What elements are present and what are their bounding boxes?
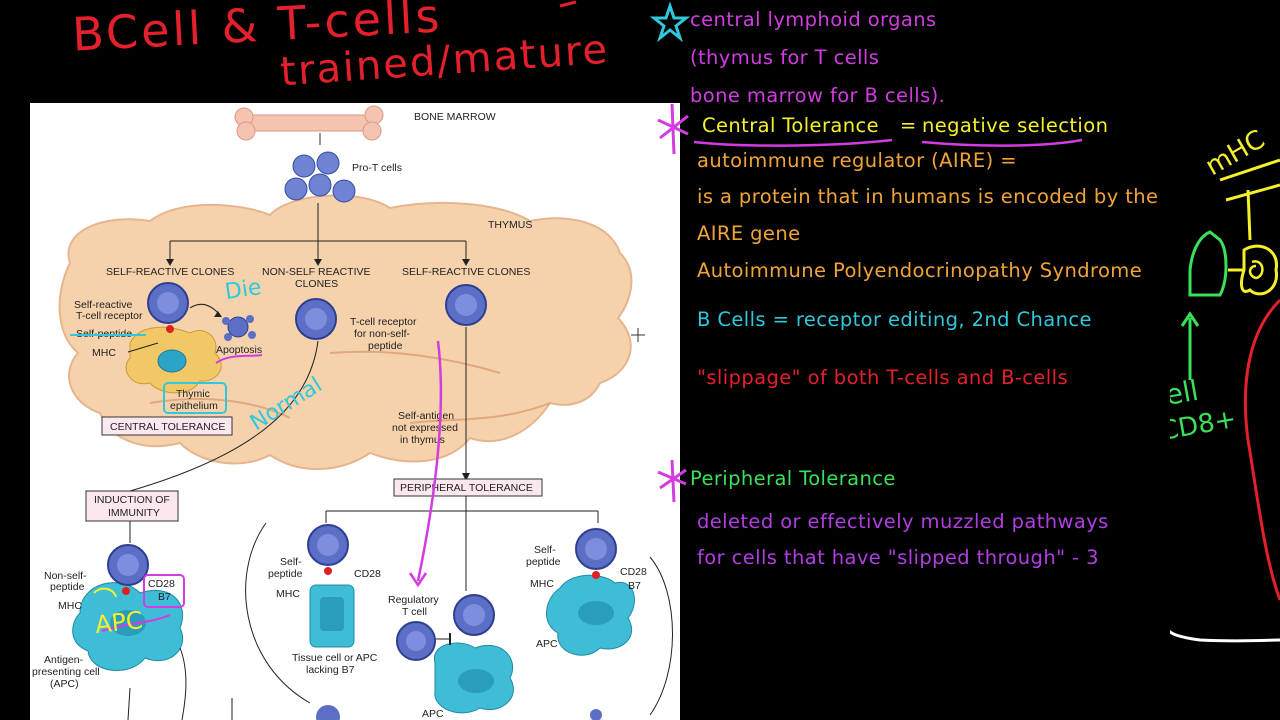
note-negative-selection: negative selection [922, 114, 1109, 137]
title-tick-mark [559, 0, 577, 8]
cd28-label-right: CD28 [620, 566, 647, 578]
self-peptide-right-line1: Self- [534, 544, 556, 556]
apc-right-label: APC [536, 638, 558, 650]
note-b-cells: B Cells = receptor editing, 2nd Chance [697, 308, 1092, 331]
note-equals: = [900, 114, 917, 137]
star-icon-top [650, 2, 690, 42]
non-self-reactive-line2: CLONES [295, 278, 338, 290]
note-bone-marrow-b: bone marrow for B cells). [690, 84, 946, 107]
sketch-cd8-label: CD8+ [1170, 404, 1239, 447]
self-antigen-line2: not expressed [392, 422, 458, 434]
cd28-label-mid: CD28 [354, 568, 381, 580]
die-annotation: Die [223, 275, 263, 305]
b7-label-induction: B7 [158, 591, 171, 603]
induction-box [85, 490, 179, 522]
self-peptide-right-line2: peptide [526, 556, 561, 568]
note-aire-4: Autoimmune Polyendocrinopathy Syndrome [697, 259, 1143, 282]
apc-label-line3: (APC) [50, 678, 79, 690]
tissue-label-line1: Tissue cell or APC [292, 652, 378, 664]
bone-icon [234, 105, 384, 141]
induction-line1: INDUCTION OF [94, 494, 170, 506]
note-aire-1: autoimmune regulator (AIRE) = [697, 149, 1018, 172]
note-aire-2: is a protein that in humans is encoded b… [697, 185, 1159, 208]
peripheral-box-label: PERIPHERAL TOLERANCE [400, 482, 533, 494]
tolerance-diagram: BONE MARROW Pro-T cells THYMUS SELF-REAC… [30, 103, 680, 720]
thymus-label: THYMUS [488, 219, 532, 231]
note-thymus-t: (thymus for T cells [690, 46, 880, 69]
tissue-label-line2: lacking B7 [306, 664, 355, 676]
self-antigen-line3: in thymus [400, 434, 445, 446]
self-reactive-left-label: SELF-REACTIVE CLONES [106, 266, 234, 278]
tcr-nonself-line3: peptide [368, 340, 403, 352]
pro-t-cells [284, 151, 356, 203]
tcr-nonself-line2: for non-self- [354, 328, 411, 340]
self-reactive-tcr-line1: Self-reactive [74, 299, 133, 311]
non-self-reactive-line1: NON-SELF REACTIVE [262, 266, 371, 278]
regulatory-line2: T cell [402, 606, 427, 618]
underline-marks [693, 138, 1083, 147]
peripheral-box [393, 478, 543, 497]
thymic-epithelium-line2: epithelium [170, 400, 218, 412]
note-peripheral: Peripheral Tolerance [690, 467, 896, 490]
self-antigen-line1: Self-antigen [398, 410, 454, 422]
apoptosis-label: Apoptosis [216, 344, 262, 356]
non-self-peptide-line2: peptide [50, 581, 85, 593]
thymic-epithelium-line1: Thymic [176, 388, 210, 400]
apc-bottom-label: APC [422, 708, 444, 720]
note-central-lymphoid: central lymphoid organs [690, 8, 937, 31]
self-reactive-tcr-line2: T-cell receptor [76, 310, 143, 322]
central-tolerance-box [101, 416, 233, 436]
star-icon-central [657, 103, 689, 155]
mhc-sketch: mHC T-cell CD8+ [1170, 125, 1280, 643]
central-tolerance-box-label: CENTRAL TOLERANCE [110, 421, 225, 433]
bone-marrow-label: BONE MARROW [414, 111, 496, 123]
mhc-label-mid: MHC [276, 588, 300, 600]
regulatory-line1: Regulatory [388, 594, 440, 606]
self-peptide-mid-line2: peptide [268, 568, 303, 580]
b7-label-right: B7 [628, 580, 641, 592]
mhc-label-induction: MHC [58, 600, 82, 612]
note-central-tolerance: Central Tolerance [702, 114, 879, 137]
thymus-outline [58, 194, 633, 471]
mhc-label-left: MHC [92, 347, 116, 359]
cd28-label-induction: CD28 [148, 578, 175, 590]
star-icon-peripheral [657, 459, 687, 503]
apc-annotation: APC [94, 606, 144, 639]
note-aire-3: AIRE gene [697, 222, 801, 245]
apc-label-line2: presenting cell [32, 666, 100, 678]
tcr-nonself-line1: T-cell receptor [350, 316, 417, 328]
apc-label-line1: Antigen- [44, 654, 84, 666]
self-reactive-right-label: SELF-REACTIVE CLONES [402, 266, 530, 278]
note-slippage: "slippage" of both T-cells and B-cells [697, 366, 1068, 389]
apoptotic-cell [222, 315, 256, 341]
non-self-peptide-line1: Non-self- [44, 570, 87, 582]
note-deleted-2: for cells that have "slipped through" - … [697, 546, 1099, 569]
induction-line2: IMMUNITY [108, 507, 160, 519]
self-peptide-mid-line1: Self- [280, 556, 302, 568]
mhc-label-right: MHC [530, 578, 554, 590]
note-deleted-1: deleted or effectively muzzled pathways [697, 510, 1109, 533]
pro-t-label: Pro-T cells [352, 162, 402, 174]
